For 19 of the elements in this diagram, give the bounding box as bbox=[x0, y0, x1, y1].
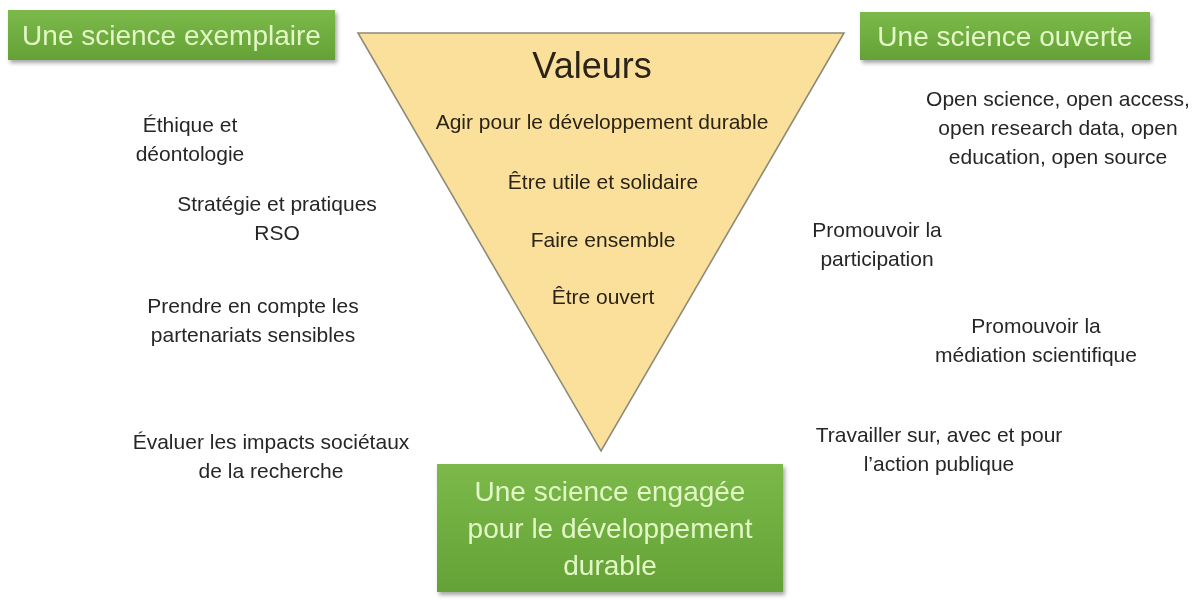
value-text: Agir pour le développement durable bbox=[435, 109, 769, 135]
value-text: Être utile et solidaire bbox=[507, 169, 699, 195]
action-text: Évaluer les impacts sociétaux de la recherche bbox=[131, 429, 411, 484]
action-text: Stratégie et pratiques RSO bbox=[176, 191, 378, 246]
category-box bbox=[8, 10, 335, 60]
action-text: Travailler sur, avec et pour l’action publique bbox=[814, 422, 1064, 477]
category-box bbox=[860, 12, 1150, 60]
action-text: Promouvoir la participation bbox=[811, 217, 943, 272]
action-text: Prendre en compte les partenariats sensibles bbox=[146, 293, 360, 348]
category-title: Une science ouverte bbox=[877, 19, 1133, 54]
value-text: Être ouvert bbox=[551, 284, 655, 310]
action-text: Promouvoir la médiation scientifique bbox=[934, 313, 1138, 368]
category-title: Une science engagée pour le développement durable bbox=[466, 474, 754, 583]
category-title: Une science exemplaire bbox=[22, 18, 321, 53]
category-box bbox=[437, 464, 783, 592]
triangle-heading: Valeurs bbox=[532, 44, 652, 88]
action-text: Open science, open access, open research data, open education, open source bbox=[925, 86, 1191, 170]
value-text: Faire ensemble bbox=[530, 227, 676, 253]
action-text: Éthique et déontologie bbox=[134, 112, 246, 167]
